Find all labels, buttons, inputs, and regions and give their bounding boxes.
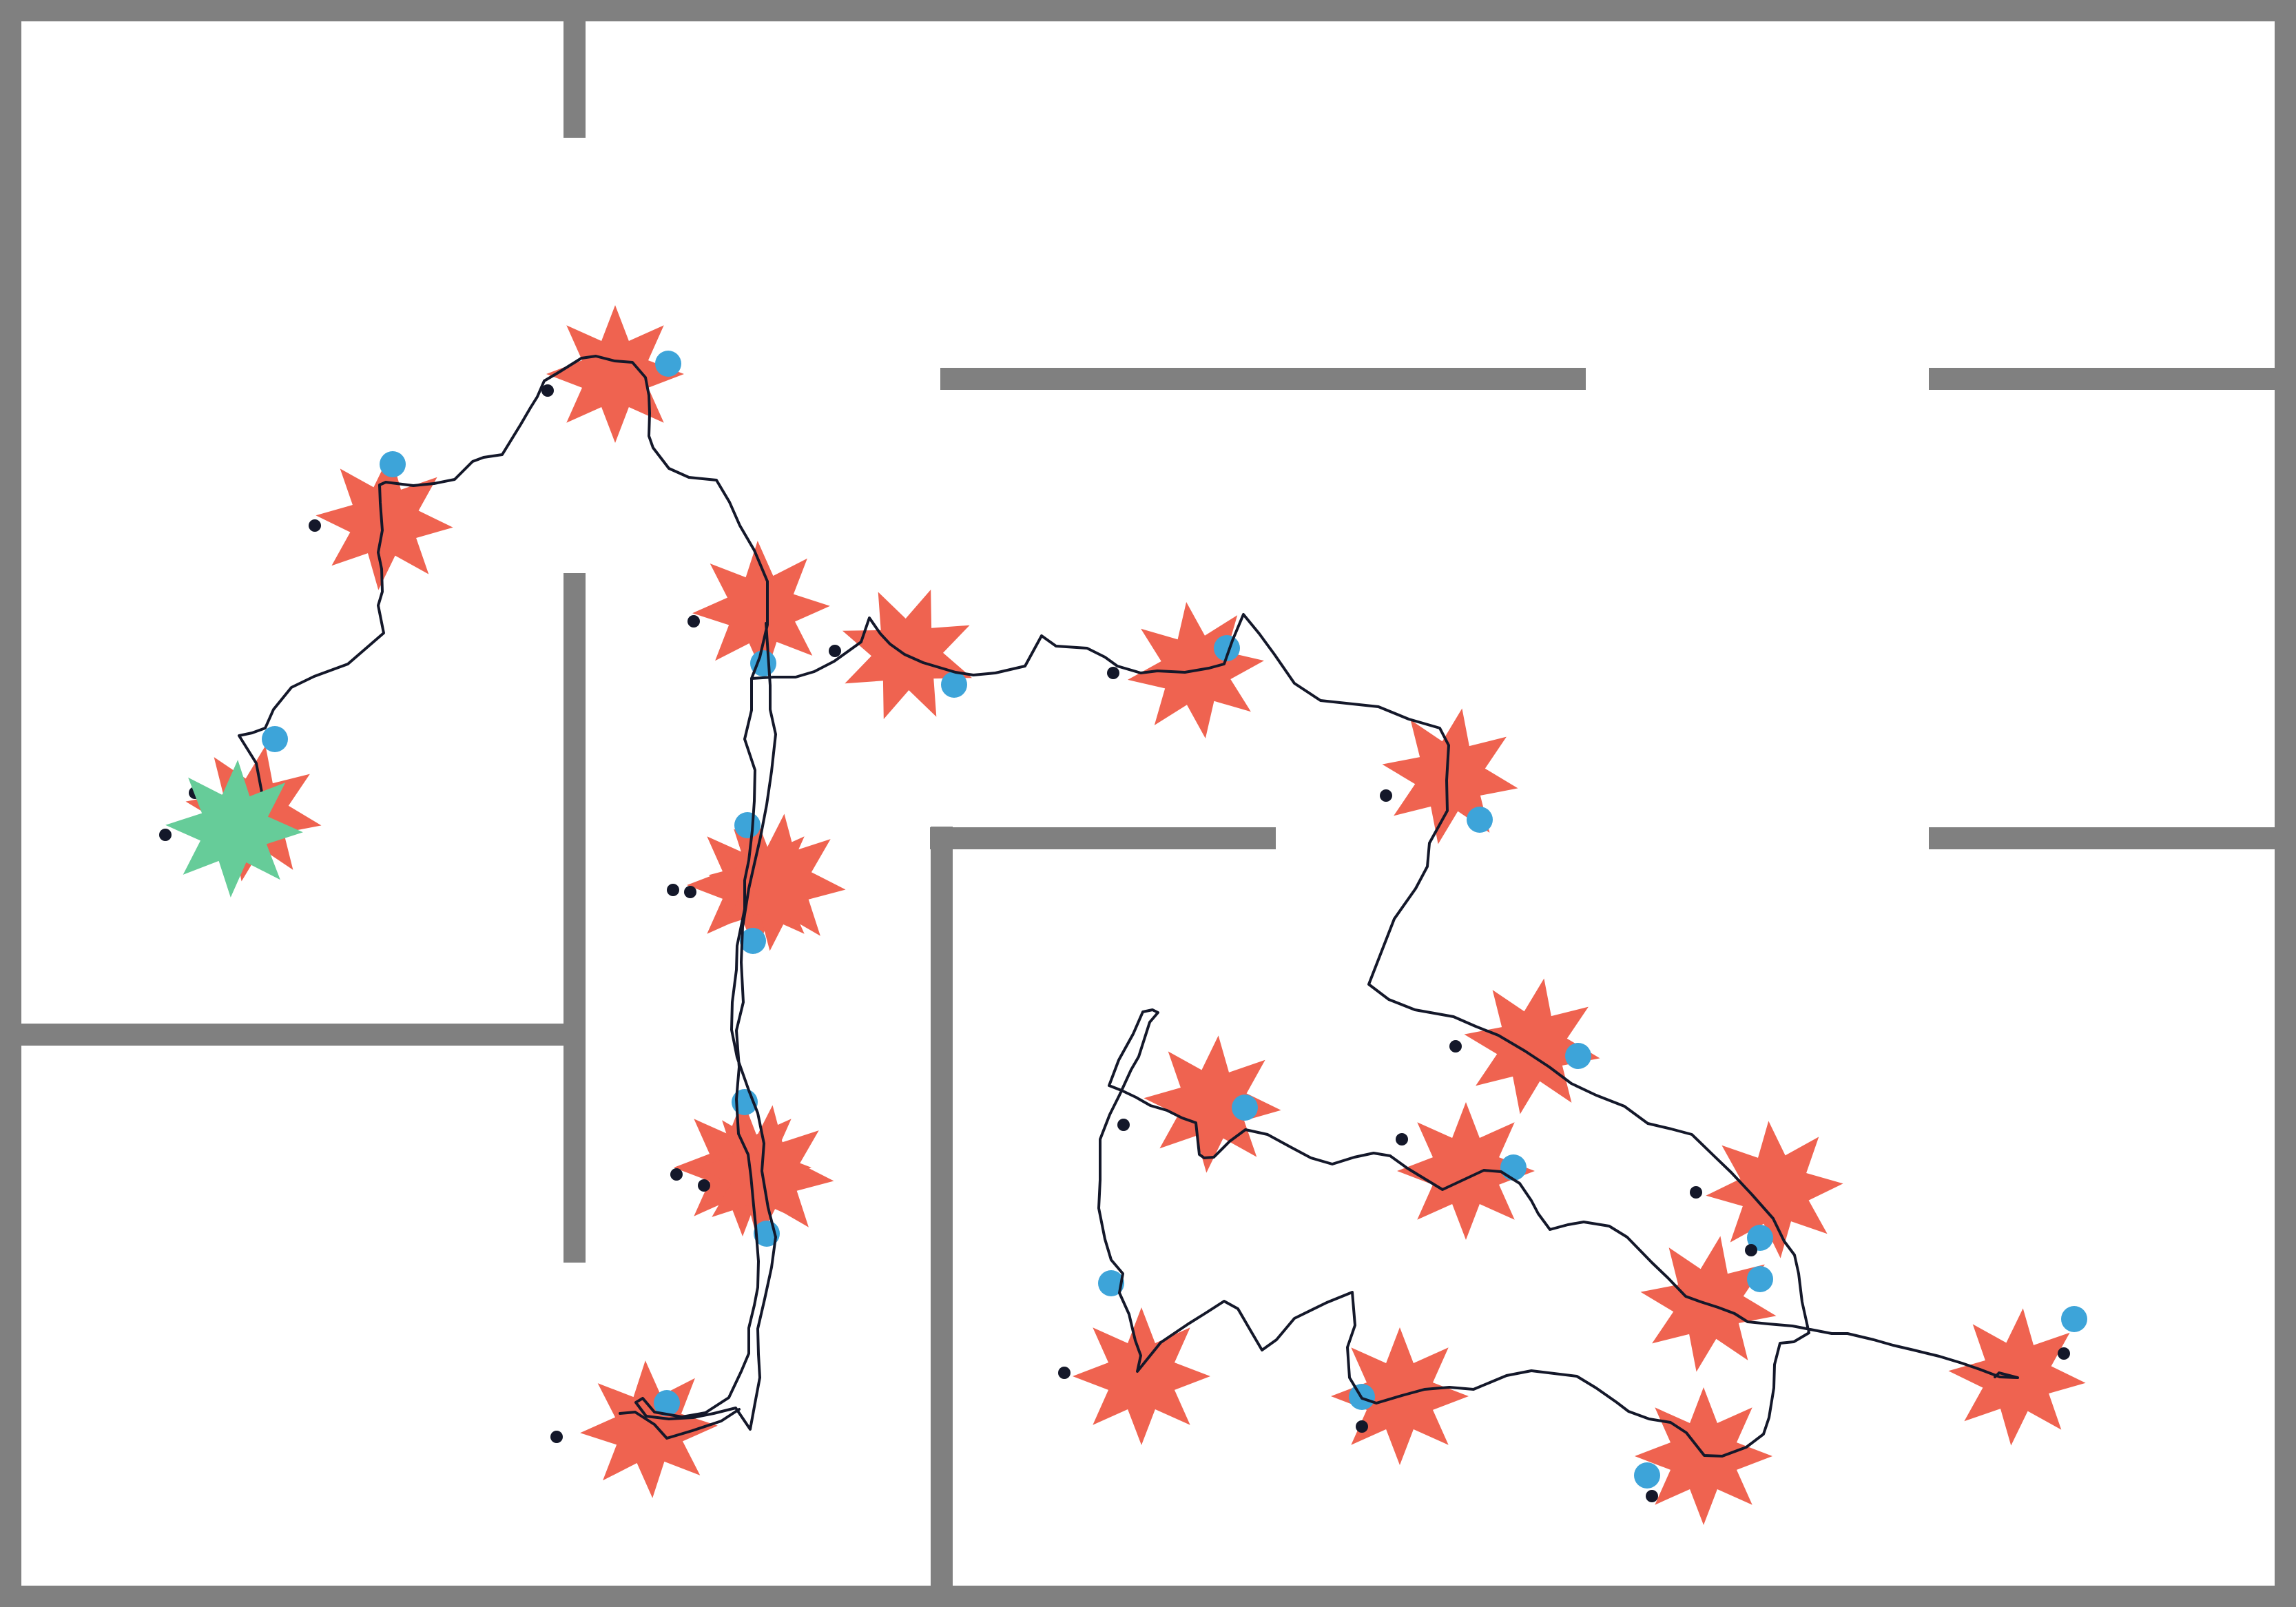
robot-pose-star-icon (692, 541, 830, 678)
robot-pose-star-icon (1706, 1121, 1843, 1258)
origin-dot-icon (684, 886, 696, 898)
target-circle-icon (941, 672, 967, 698)
robot-pose-star-icon (696, 1105, 834, 1243)
origin-dot-icon (2058, 1347, 2070, 1360)
origin-dot-icon (1058, 1367, 1071, 1379)
target-circle-icon (740, 928, 766, 954)
start-origin-dot-icon (159, 829, 172, 841)
trajectory-line-1 (234, 355, 2019, 1458)
target-circle-icon (734, 812, 761, 838)
trajectory-layer (234, 355, 2019, 1458)
wall-upper-middle (940, 368, 1586, 390)
robot-pose-star-icon (1073, 1307, 1210, 1445)
trajectory-line-3 (619, 1408, 741, 1440)
target-circle-icon (1098, 1270, 1124, 1296)
robot-pose-star-icon (1397, 1102, 1535, 1240)
target-circle-icon (654, 1390, 680, 1416)
target-circle-icon (380, 451, 406, 477)
origin-dot-icon (1690, 1186, 1702, 1199)
start-pose-star-icon (165, 760, 303, 898)
origin-dot-icon (1745, 1244, 1757, 1256)
target-circle-icon (1747, 1225, 1773, 1251)
origin-dot-icon (1396, 1133, 1408, 1145)
robot-pose-star-icon (1382, 708, 1518, 844)
wall-stub-top (563, 10, 586, 138)
robot-pose-star-icon (580, 1360, 718, 1498)
target-circle-icon (1565, 1043, 1591, 1069)
origin-dot-icon (309, 519, 321, 532)
wall-right (2275, 0, 2296, 1607)
target-circle-icon (262, 726, 288, 752)
target-circle-icon (1232, 1095, 1258, 1121)
robot-pose-star-icon (1144, 1035, 1281, 1173)
origin-dot-icon (698, 1179, 710, 1192)
target-circle-icon (1467, 807, 1493, 833)
origin-dot-icon (1449, 1040, 1462, 1053)
wall-mid-right (1929, 827, 2296, 849)
target-circle-icon (2061, 1306, 2087, 1332)
origin-dot-icon (667, 884, 679, 896)
start-layer (159, 760, 303, 898)
origin-dot-icon (670, 1168, 683, 1181)
origin-dot-icon (1646, 1490, 1658, 1502)
target-circle-icon (1500, 1154, 1527, 1181)
wall-left (0, 0, 21, 1607)
target-circle-icon (655, 351, 681, 377)
wall-mid-block-left (931, 827, 953, 1607)
robot-pose-star-icon (1464, 978, 1600, 1114)
wall-mid-block-top (930, 827, 1276, 849)
origin-dot-icon (687, 615, 700, 628)
origin-dot-icon (550, 1431, 563, 1443)
origin-dot-icon (541, 384, 554, 397)
origin-dot-icon (1117, 1119, 1130, 1131)
wall-bottom (0, 1586, 2296, 1607)
wall-room-divider (10, 1024, 575, 1046)
wall-upper-right (1929, 368, 2296, 390)
wall-top (0, 0, 2296, 21)
target-circle-icon (1747, 1266, 1773, 1292)
origin-dot-icon (1356, 1420, 1368, 1433)
origin-dot-icon (1107, 667, 1119, 679)
origin-dot-icon (829, 645, 841, 657)
wall-inner-left-vertical (563, 573, 586, 1263)
robot-pose-star-icon (316, 453, 453, 590)
trajectory-line-2 (634, 622, 777, 1431)
origin-dot-icon (1380, 789, 1392, 802)
target-circle-icon (1634, 1462, 1660, 1489)
